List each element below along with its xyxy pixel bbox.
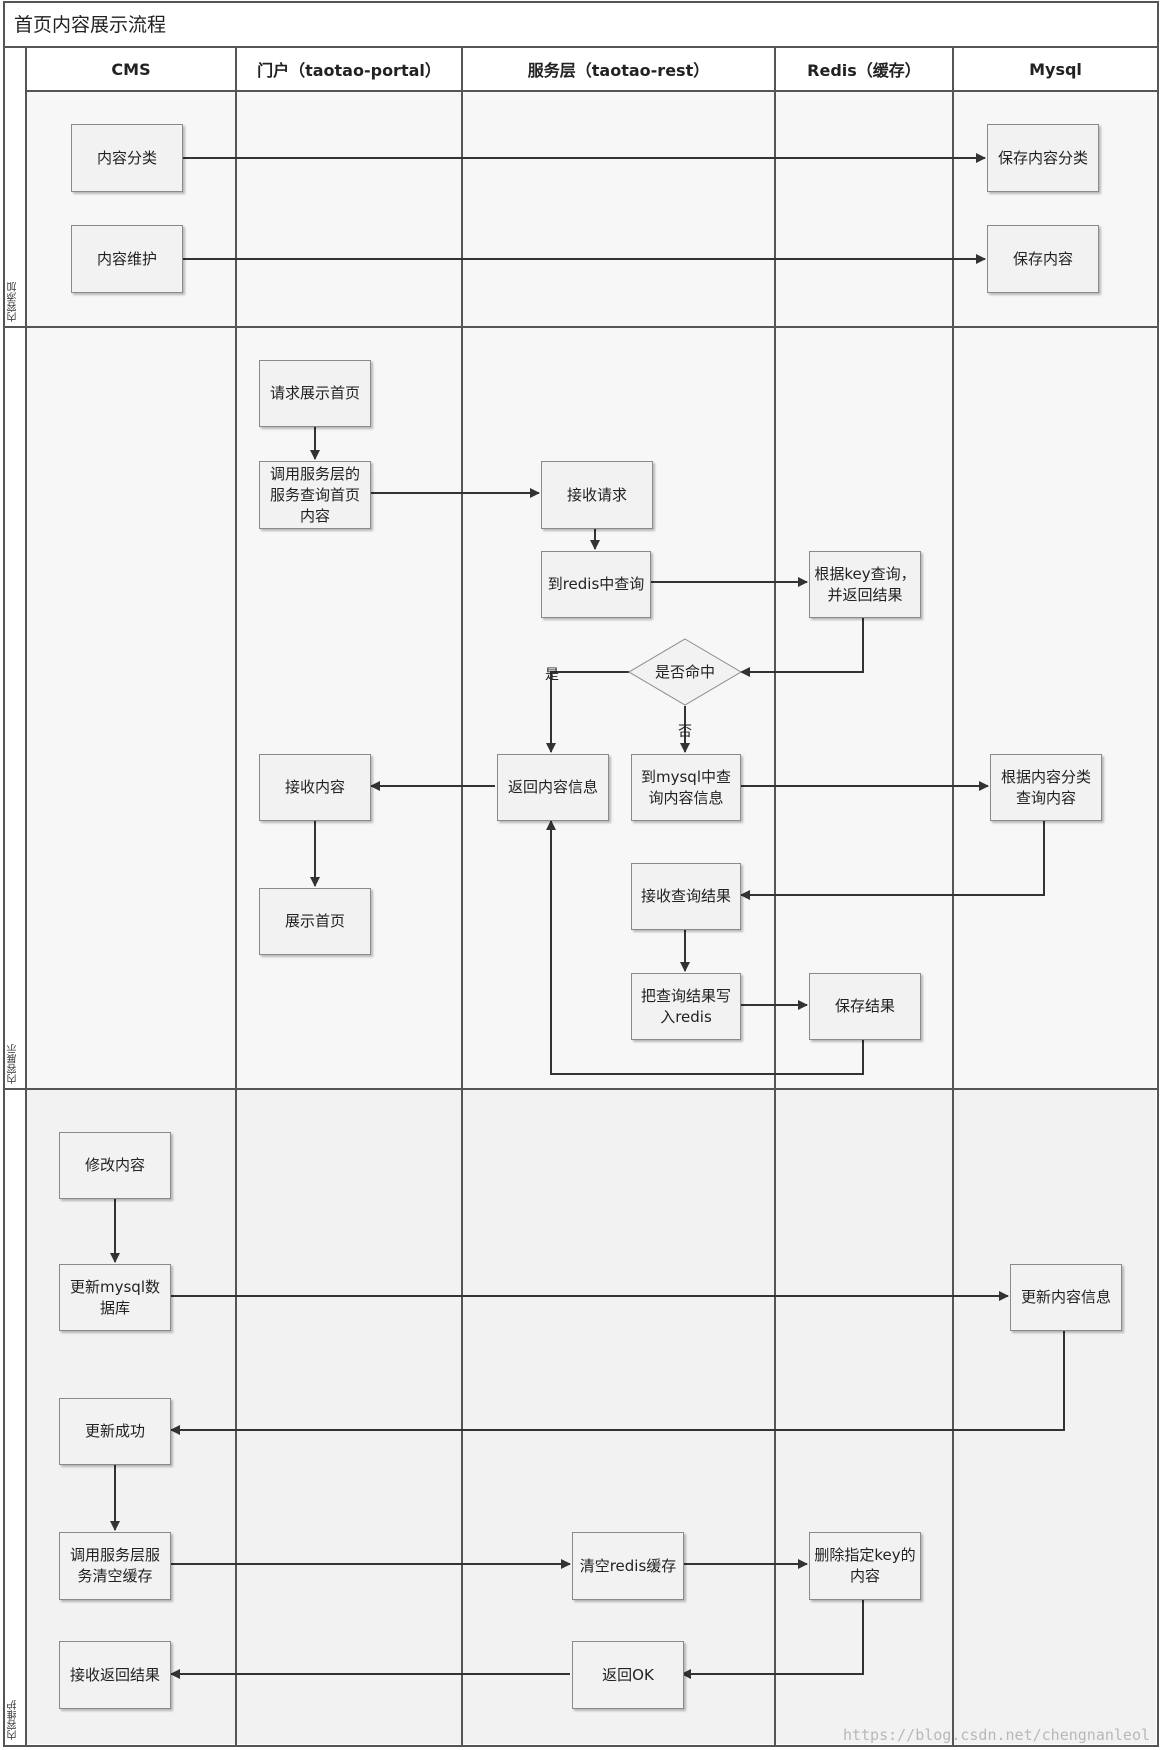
row-label-maintain: 内容维护 (8, 1700, 19, 1740)
node-return-content: 返回内容信息 (497, 754, 609, 821)
lane-header-mysql: Mysql (1029, 59, 1082, 79)
lane-header-portal: 门户（taotao-portal） (257, 61, 441, 80)
node-request-home: 请求展示首页 (259, 360, 371, 427)
watermark: https://blog.csdn.net/chengnanleol (842, 1726, 1150, 1744)
edge-mysql-to-result (740, 820, 1045, 900)
node-receive-result: 接收查询结果 (631, 863, 741, 930)
node-update-mysql: 更新mysql数据库 (59, 1264, 171, 1331)
node-content-maintain: 内容维护 (71, 225, 183, 293)
edge-save-to-return (546, 820, 864, 1075)
node-query-redis: 到redis中查询 (541, 551, 651, 618)
edges (110, 153, 1065, 1679)
node-clear-redis: 清空redis缓存 (572, 1532, 684, 1600)
grid (3, 1, 1159, 1747)
edge-label-no: 否 (678, 724, 692, 740)
node-content-category: 内容分类 (71, 124, 183, 192)
lane-header-rest: 服务层（taotao-rest） (527, 61, 710, 80)
node-call-service: 调用服务层的服务查询首页内容 (259, 461, 371, 529)
node-save-category: 保存内容分类 (987, 124, 1099, 192)
lane-header-redis: Redis（缓存） (807, 61, 921, 80)
node-update-success: 更新成功 (59, 1398, 171, 1465)
lane-header-cms: CMS (111, 59, 151, 79)
node-receive-request: 接收请求 (541, 461, 653, 529)
node-query-mysql: 到mysql中查询内容信息 (631, 754, 741, 821)
node-receive-content: 接收内容 (259, 754, 371, 821)
edge-lookup-to-decision (740, 616, 864, 677)
node-delete-key: 删除指定key的内容 (809, 1532, 921, 1600)
node-save-result: 保存结果 (809, 973, 921, 1040)
row-label-add: 内容添加 (8, 282, 19, 322)
node-return-ok: 返回OK (572, 1641, 684, 1709)
edge-info-to-success (170, 1330, 1065, 1435)
node-mysql-query: 根据内容分类查询内容 (990, 754, 1102, 821)
node-receive-return: 接收返回结果 (59, 1641, 171, 1709)
node-write-redis: 把查询结果写入redis (631, 973, 741, 1040)
decision-diamond (628, 638, 742, 706)
node-modify-content: 修改内容 (59, 1132, 171, 1199)
diagram-title: 首页内容展示流程 (14, 14, 167, 36)
row-label-display: 内容展示 (8, 1044, 19, 1084)
node-save-content: 保存内容 (987, 225, 1099, 293)
edge-decision-yes (546, 671, 629, 753)
edge-delete-to-ok (681, 1598, 864, 1679)
edge-label-yes: 是 (545, 667, 559, 683)
node-call-clear: 调用服务层服务清空缓存 (59, 1532, 171, 1600)
decision-label: 是否命中 (654, 662, 715, 681)
node-update-info: 更新内容信息 (1010, 1264, 1122, 1331)
node-show-home: 展示首页 (259, 888, 371, 955)
node-redis-lookup: 根据key查询，并返回结果 (809, 551, 921, 618)
